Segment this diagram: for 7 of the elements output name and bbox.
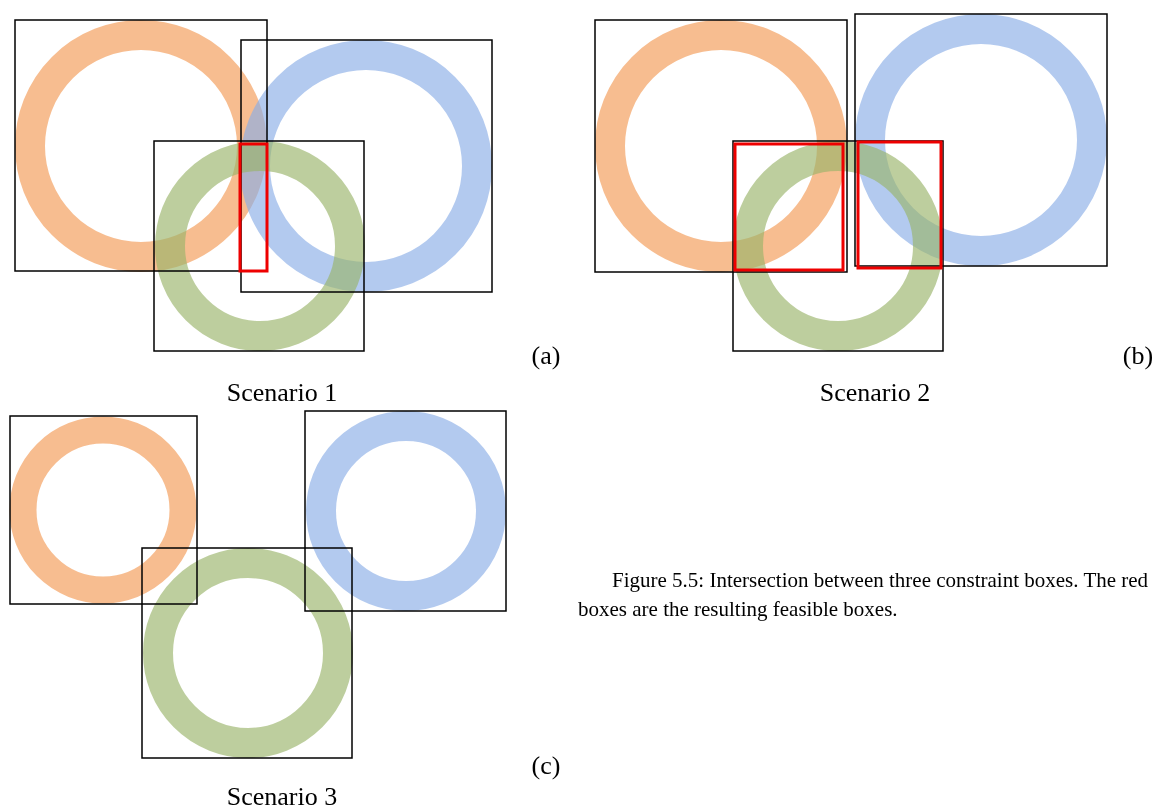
scenario-title: Scenario 3	[226, 782, 338, 812]
panel-letter: (c)	[531, 751, 561, 781]
panel-letter: (a)	[531, 341, 561, 371]
scenario-title: Scenario 2	[819, 378, 931, 408]
figure-caption: Figure 5.5: Intersection between three constraint boxes. The red boxes are the resulting feasible boxes.	[578, 567, 1150, 623]
panel-letter: (b)	[1122, 341, 1154, 371]
scenario-title: Scenario 1	[226, 378, 338, 408]
